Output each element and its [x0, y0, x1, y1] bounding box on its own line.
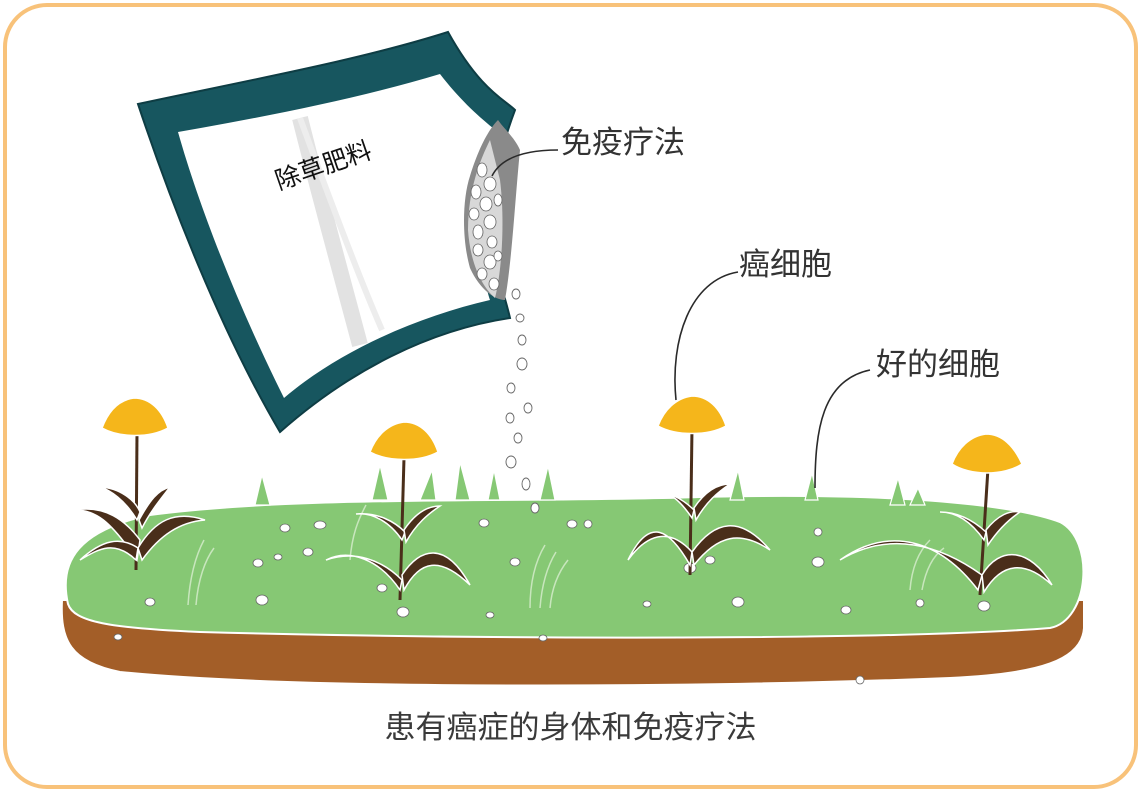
cancer-cells-label: 癌细胞	[739, 247, 832, 283]
pellets-falling	[500, 288, 540, 514]
grass-sketch-lines	[187, 504, 945, 609]
weed-cancer-cell-2	[325, 421, 471, 601]
immunotherapy-label: 免疫疗法	[561, 125, 685, 161]
pellets-in-bag	[468, 162, 503, 291]
grass-blades	[254, 461, 926, 506]
good-cells-label: 好的细胞	[876, 347, 1000, 383]
weed-cancer-cell-3	[627, 395, 771, 576]
weed-cancer-cell-1	[74, 397, 206, 571]
fertilizer-bag	[136, 30, 520, 434]
grass-field	[64, 494, 1085, 639]
pellets-ground	[113, 518, 991, 685]
figure-caption: 患有癌症的身体和免疫疗法	[384, 710, 757, 746]
leader-lines	[491, 149, 871, 489]
weed-cancer-cell-4	[839, 433, 1053, 596]
